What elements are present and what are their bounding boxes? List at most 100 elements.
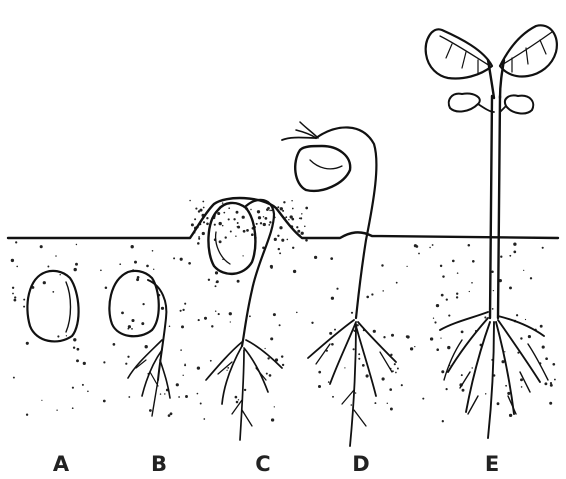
soil-speckle [471, 367, 472, 368]
soil-speckle [382, 377, 385, 380]
soil-speckle [113, 343, 116, 346]
soil-speckle [236, 401, 239, 404]
soil-speckle [169, 325, 171, 327]
soil-speckle [279, 226, 282, 229]
soil-speckle [237, 222, 239, 224]
soil-speckle [394, 363, 396, 365]
soil-speckle [208, 279, 210, 281]
soil-speckle [59, 274, 60, 275]
soil-speckles [11, 199, 556, 422]
soil-speckle [318, 371, 321, 374]
soil-speckle [235, 396, 238, 399]
soil-speckle [87, 391, 89, 393]
soil-speckle [448, 315, 450, 317]
soil-speckle [440, 265, 442, 267]
soil-speckle [292, 208, 294, 210]
soil-speckle [227, 367, 229, 369]
soil-speckle [389, 388, 392, 391]
soil-speckle [200, 403, 202, 405]
soil-speckle [219, 240, 222, 243]
soil-speckle [528, 335, 531, 338]
soil-speckle [12, 293, 14, 295]
soil-speckle [184, 303, 186, 305]
soil-speckle [430, 337, 433, 340]
soil-speckle [268, 224, 270, 226]
soil-speckle [328, 381, 330, 383]
soil-speckle [142, 303, 144, 305]
soil-speckle [274, 406, 275, 407]
soil-speckle [206, 222, 209, 225]
soil-speckle [456, 293, 458, 295]
soil-speckle [390, 408, 393, 411]
soil-speckle [215, 285, 217, 287]
soil-speckle [56, 410, 57, 411]
soil-speckle [243, 230, 246, 233]
soil-speckle [219, 222, 222, 225]
soil-speckle [293, 270, 296, 273]
soil-speckle [544, 382, 547, 385]
soil-speckle [545, 357, 548, 360]
soil-speckle [351, 312, 353, 314]
soil-speckle [436, 348, 439, 351]
soil-speckle [520, 378, 523, 381]
soil-speckle [305, 239, 308, 242]
soil-speckle [131, 328, 133, 330]
soil-speckle [497, 402, 500, 405]
soil-speckle [277, 235, 279, 237]
soil-speckle [188, 262, 191, 265]
soil-speckle [257, 210, 260, 213]
soil-speckle [366, 296, 369, 299]
soil-speckle [530, 277, 532, 279]
soil-speckle [440, 337, 441, 338]
soil-speckle [285, 216, 287, 218]
soil-speckle [66, 335, 67, 336]
soil-speckle [244, 389, 246, 391]
soil-speckle [493, 290, 494, 291]
soil-speckle [214, 224, 216, 226]
soil-speckle [336, 288, 338, 290]
soil-speckle [43, 281, 46, 284]
soil-speckle [447, 346, 450, 349]
soil-speckle [280, 207, 283, 210]
soil-speckle [242, 216, 245, 219]
soil-speckle [184, 364, 185, 365]
soil-speckle [246, 229, 249, 232]
soil-speckle [279, 252, 281, 254]
soil-speckle [202, 232, 205, 235]
soil-speckle [282, 210, 284, 212]
soil-speckle [269, 374, 272, 377]
soil-speckle [164, 393, 165, 394]
soil-speckle [281, 355, 283, 357]
soil-speckle [434, 321, 436, 323]
soil-speckle [228, 218, 230, 220]
soil-speckle [550, 384, 553, 387]
soil-speckle [442, 275, 444, 277]
soil-speckle [391, 334, 394, 337]
soil-speckle [300, 217, 302, 219]
soil-speckle [230, 231, 232, 233]
soil-speckle [128, 396, 130, 398]
soil-speckle [274, 238, 277, 241]
soil-speckle [525, 319, 526, 320]
soil-speckle [278, 248, 280, 250]
soil-speckle [469, 291, 470, 292]
soil-speckle [23, 306, 25, 308]
soil-speckle [329, 332, 332, 335]
soil-speckle [153, 269, 154, 270]
soil-speckle [441, 294, 444, 297]
soil-speckle [250, 209, 251, 210]
soil-speckle [121, 312, 124, 315]
soil-speckle [191, 223, 194, 226]
soil-speckle [318, 385, 321, 388]
soil-speckle [146, 265, 149, 268]
soil-speckle [181, 325, 184, 328]
soil-speckle [223, 212, 225, 214]
soil-speckle [180, 349, 182, 351]
soil-speckle [176, 383, 179, 386]
soil-speckle [414, 244, 417, 247]
soil-speckle [215, 310, 216, 311]
soil-speckle [485, 393, 486, 394]
soil-speckle [500, 256, 502, 258]
soil-speckle [433, 318, 434, 319]
soil-speckle [297, 230, 300, 233]
